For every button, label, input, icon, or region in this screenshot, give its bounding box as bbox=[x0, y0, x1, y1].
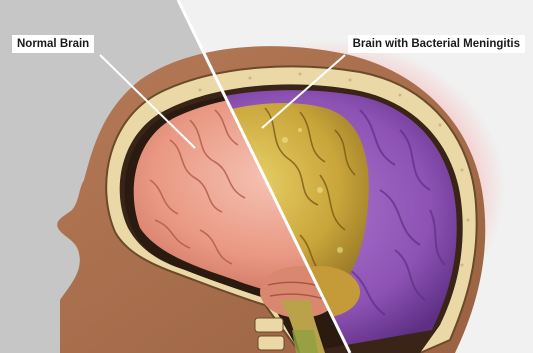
bacterial-meningitis-label: Brain with Bacterial Meningitis bbox=[348, 35, 525, 53]
normal-brain-label: Normal Brain bbox=[12, 35, 94, 53]
spinal-cord bbox=[292, 330, 318, 353]
